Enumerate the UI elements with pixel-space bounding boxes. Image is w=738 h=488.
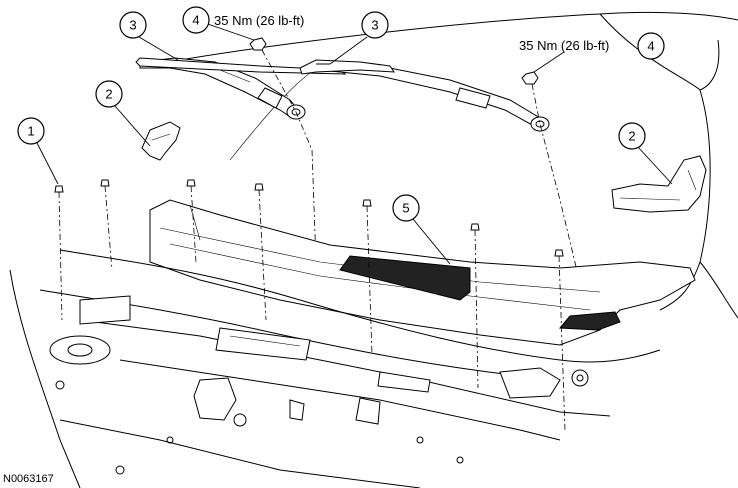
svg-text:4: 4 xyxy=(192,13,199,28)
bolt xyxy=(186,179,197,263)
callout-3-left: 3 xyxy=(119,11,147,39)
svg-text:2: 2 xyxy=(628,129,635,144)
cowl-bolts xyxy=(54,179,566,431)
bolt xyxy=(362,199,373,356)
callout-3-right: 3 xyxy=(361,11,389,39)
svg-text:3: 3 xyxy=(371,18,378,33)
svg-text:3: 3 xyxy=(129,18,136,33)
bolt xyxy=(254,183,267,321)
callout-4-right: 4 xyxy=(637,32,665,60)
bolt xyxy=(470,223,480,389)
nut-axis-right xyxy=(531,83,585,301)
wiper-blade-right xyxy=(299,59,395,75)
callout-5: 5 xyxy=(392,194,420,222)
pivot-cap-right xyxy=(611,155,707,213)
callout-2-right: 2 xyxy=(618,122,646,150)
bolt xyxy=(554,249,566,431)
callout-2-left: 2 xyxy=(95,80,123,108)
wiper-arm-right xyxy=(319,61,550,132)
svg-text:2: 2 xyxy=(105,87,112,102)
bolt xyxy=(100,179,113,271)
svg-text:4: 4 xyxy=(647,39,654,54)
callout-1: 1 xyxy=(17,117,45,145)
pivot-cap-left xyxy=(141,121,181,161)
cowl-grille xyxy=(339,255,621,331)
torque-spec-left: 35 Nm (26 lb-ft) xyxy=(214,13,304,28)
figure-id: N0063167 xyxy=(3,473,54,485)
torque-spec-right: 35 Nm (26 lb-ft) xyxy=(519,38,609,53)
callout-4-left: 4 xyxy=(182,6,210,34)
callout-leaders xyxy=(36,21,673,265)
svg-text:1: 1 xyxy=(27,124,34,139)
bolt xyxy=(54,185,64,321)
svg-text:5: 5 xyxy=(402,201,409,216)
lower-cowl-structure xyxy=(9,249,661,488)
wiper-nut-right xyxy=(521,71,539,85)
